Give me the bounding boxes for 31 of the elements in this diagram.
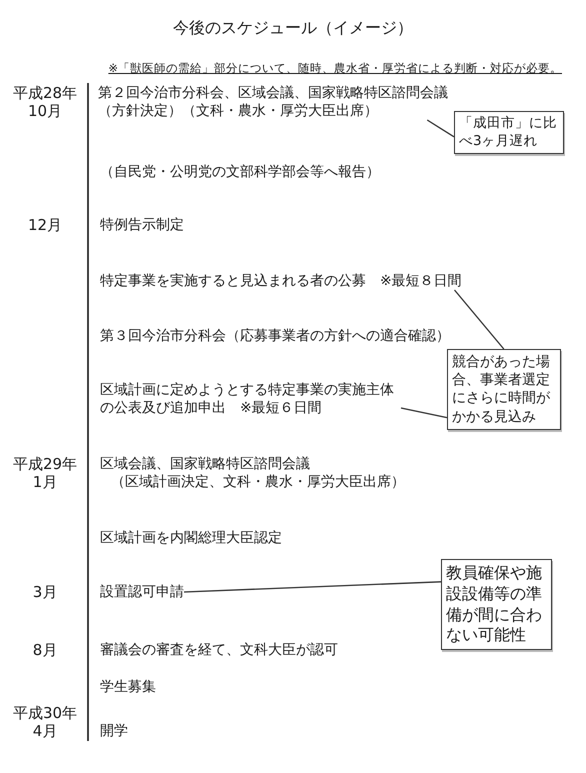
callout-text: 教員確保や施設設備等の準備が間に合わない可能性 — [446, 563, 543, 646]
callout-box — [454, 111, 564, 154]
date-label: 8月 — [32, 641, 58, 659]
leader-line — [454, 290, 504, 350]
schedule-text: 区域計画に定めようとする特定事業の実施主体の公表及び追加申出 ※最短６日間 — [100, 381, 401, 417]
date-label: 3月 — [32, 583, 58, 601]
schedule-text: 学生募集 — [100, 678, 156, 696]
callout-box — [447, 349, 561, 430]
date-label: 平成29年1月 — [12, 455, 78, 491]
schedule-text: 区域会議、国家戦略特区諮問会議 — [100, 455, 310, 473]
schedule-text: 審議会の審査を経て、文科大臣が認可 — [100, 641, 338, 659]
callout-text: 「成田市」に比べ3ヶ月遅れ — [459, 115, 558, 150]
schedule-text: 特定事業を実施すると見込まれる者の公募 ※最短８日間 — [100, 272, 462, 290]
date-label: 平成30年4月 — [12, 704, 78, 740]
schedule-text: 第２回今治市分科会、区域会議、国家戦略特区諮問会議（方針決定）（文科・農水・厚労大臣出席） — [98, 84, 452, 120]
date-label: 平成28年10月 — [12, 84, 78, 120]
callout-box — [441, 559, 552, 650]
schedule-text: （自民党・公明党の文部科学部会等へ報告） — [100, 163, 380, 181]
title: 今後のスケジュール（イメージ） — [173, 19, 413, 37]
schedule-text: 区域計画を内閣総理大臣認定 — [100, 529, 282, 547]
schedule-text: 開学 — [100, 722, 128, 740]
schedule-text: 特例告示制定 — [100, 216, 184, 234]
schedule-text: （区域計画決定、文科・農水・厚労大臣出席） — [111, 473, 405, 491]
schedule-text: 設置認可申請 — [100, 583, 184, 601]
leader-line — [184, 581, 442, 593]
schedule-text: 第３回今治市分科会（応募事業者の方針への適合確認） — [100, 327, 450, 345]
date-label: 12月 — [28, 216, 62, 234]
note-text: ※「獣医師の需給」部分について、随時、農水省・厚労省による判断・対応が必要。 — [108, 60, 562, 77]
leader-line — [426, 119, 454, 138]
leader-line — [400, 407, 448, 418]
callout-text: 競合があった場合、事業者選定にさらに時間がかかる見込み — [452, 353, 551, 426]
